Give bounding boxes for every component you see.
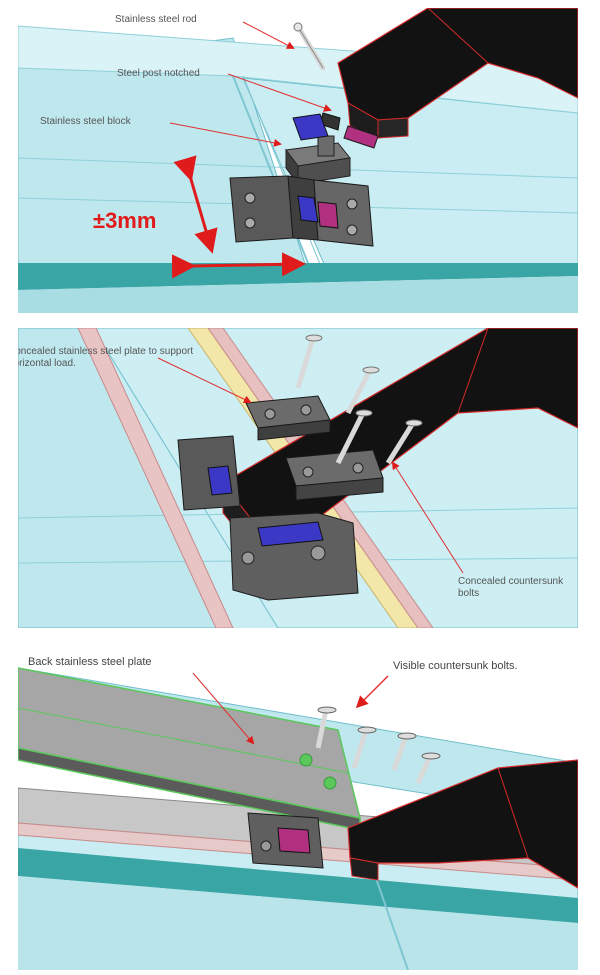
visible-bolts [315,706,441,785]
panel-3-illustration [18,648,578,970]
leader-bolts [391,461,464,574]
glass-pane-left [18,328,219,628]
leader-post [227,73,332,112]
tolerance-arrow-vertical [173,155,218,254]
label-visible-bolts: Visible countersunk bolts. [393,660,518,672]
lower-bracket [247,812,324,869]
bolts [295,334,423,465]
leader-plate [157,357,252,404]
steel-post [337,8,578,139]
tolerance-arrow-horizontal [171,252,306,279]
leader-rod [242,21,295,49]
diagram-panel-visible: Back stainless steel plate Visible count… [18,648,578,970]
label-stainless-steel-block: Stainless steel block [40,116,131,127]
panel-2-illustration [18,328,578,628]
label-stainless-steel-rod: Stainless steel rod [115,14,197,25]
diagram-panel-concealed: Concealed stainless steel plate to suppo… [18,328,578,628]
label-tolerance: ±3mm [93,208,157,233]
label-concealed-bolts: Concealed countersunk bolts [458,576,564,599]
base-bracket [229,175,374,247]
leader-block [169,122,282,147]
lower-bracket [177,435,359,601]
stainless-steel-rod [293,22,326,71]
label-back-plate: Back stainless steel plate [28,656,152,668]
diagram-panel-adjustment: Stainless steel rod Steel post notched S… [18,8,578,313]
post-notch-pad [343,125,379,149]
label-concealed-plate: Concealed stainless steel plate to suppo… [18,346,194,369]
leader-back-plate [192,672,255,745]
panel-1-illustration [18,8,578,313]
concealed-plate [245,395,331,441]
label-steel-post-notched: Steel post notched [117,68,200,79]
leader-visible-bolts [355,675,389,709]
steel-post [347,759,578,889]
stainless-steel-block [285,113,351,186]
